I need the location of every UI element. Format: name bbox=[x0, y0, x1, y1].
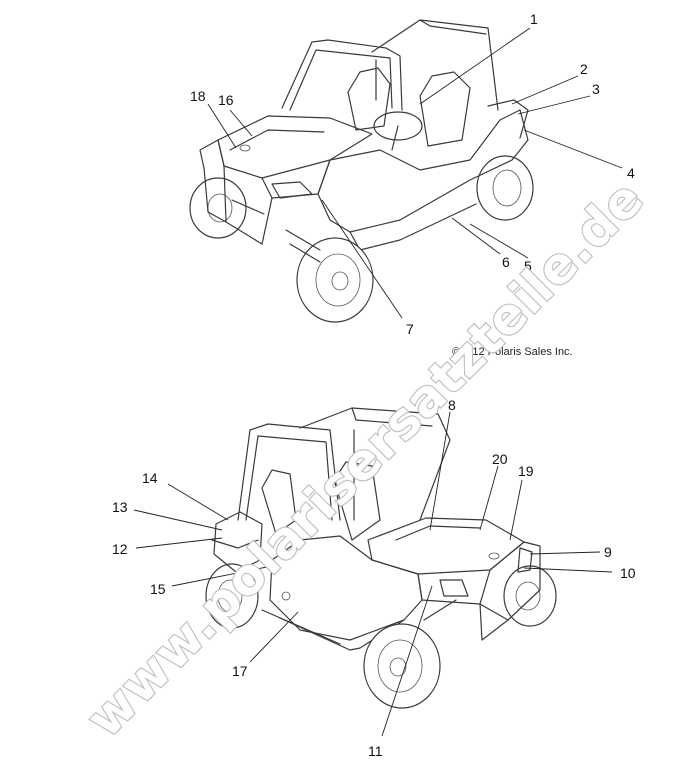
callout-19: 19 bbox=[518, 463, 534, 479]
callout-7: 7 bbox=[406, 321, 414, 337]
top-callout-labels: 1 2 3 4 5 6 7 16 18 bbox=[190, 11, 635, 337]
callout-20: 20 bbox=[492, 451, 508, 467]
callout-8: 8 bbox=[448, 397, 456, 413]
callout-1: 1 bbox=[530, 11, 538, 27]
callout-9: 9 bbox=[604, 544, 612, 560]
callout-12: 12 bbox=[112, 541, 128, 557]
callout-6: 6 bbox=[502, 254, 510, 270]
callout-10: 10 bbox=[620, 565, 636, 581]
callout-18: 18 bbox=[190, 88, 206, 104]
callout-17: 17 bbox=[232, 663, 248, 679]
copyright-notice: ©2012 Polaris Sales Inc. bbox=[452, 346, 573, 358]
callout-16: 16 bbox=[218, 92, 234, 108]
callout-3: 3 bbox=[592, 81, 600, 97]
bottom-callout-leaders bbox=[133, 411, 613, 737]
callout-14: 14 bbox=[142, 470, 158, 486]
callout-4: 4 bbox=[627, 165, 635, 181]
callout-5: 5 bbox=[524, 258, 532, 274]
callout-13: 13 bbox=[112, 499, 128, 515]
vehicle-top-view bbox=[189, 19, 534, 323]
vehicle-bottom-view bbox=[205, 407, 557, 709]
top-callout-leaders bbox=[207, 27, 623, 319]
callout-15: 15 bbox=[150, 581, 166, 597]
bottom-callout-labels: 8 9 10 11 12 13 14 15 17 19 20 bbox=[112, 397, 636, 759]
callout-2: 2 bbox=[580, 61, 588, 77]
callout-11: 11 bbox=[368, 743, 383, 759]
